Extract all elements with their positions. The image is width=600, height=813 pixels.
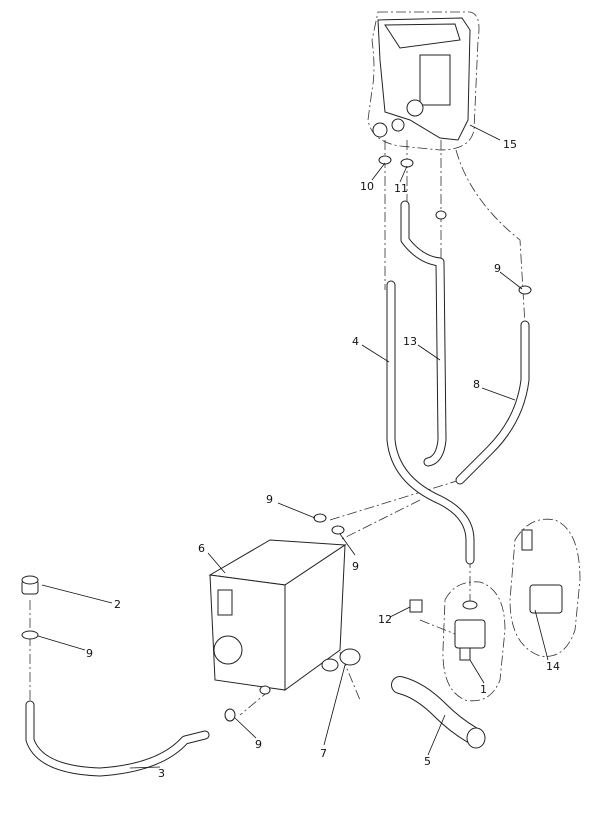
callout-11: 11 (394, 182, 408, 195)
group-outline-valve-alt (509, 518, 581, 657)
assembly-centerlines (29, 140, 526, 716)
hose-part-8 (455, 320, 530, 485)
hose-clamps (21, 155, 532, 722)
bracket-part-12 (409, 599, 423, 613)
tank-part-6 (208, 539, 347, 695)
callout-12: 12 (378, 613, 392, 626)
callout-8: 8 (473, 378, 480, 391)
callout-4: 4 (352, 335, 359, 348)
control-housing-part-15 (372, 17, 471, 141)
callout-9-b: 9 (266, 493, 273, 506)
group-outline-top-unit (367, 11, 480, 151)
callout-2: 2 (114, 598, 121, 611)
group-outline-valve (442, 581, 506, 702)
callout-9-d: 9 (86, 647, 93, 660)
callouts: 15 10 11 9 4 13 8 9 9 6 2 9 12 14 1 9 7 … (86, 138, 560, 780)
hose-part-13 (400, 200, 447, 467)
callout-10: 10 (360, 180, 374, 193)
callout-6: 6 (198, 542, 205, 555)
callout-9-e: 9 (255, 738, 262, 751)
callout-13: 13 (403, 335, 417, 348)
cap-part-2 (21, 575, 39, 595)
callout-9-c: 9 (352, 560, 359, 573)
callout-15: 15 (503, 138, 517, 151)
callout-9-a: 9 (494, 262, 501, 275)
hose-part-3 (25, 700, 210, 777)
callout-5: 5 (424, 755, 431, 768)
callout-3: 3 (158, 767, 165, 780)
hose-part-4 (386, 280, 475, 565)
callout-14: 14 (546, 660, 560, 673)
valve-part-1 (454, 619, 486, 661)
leader-lines (37, 124, 549, 769)
callout-7: 7 (320, 747, 327, 760)
callout-1: 1 (480, 683, 487, 696)
valve-part-14 (521, 529, 563, 614)
hose-part-5 (391, 676, 486, 749)
